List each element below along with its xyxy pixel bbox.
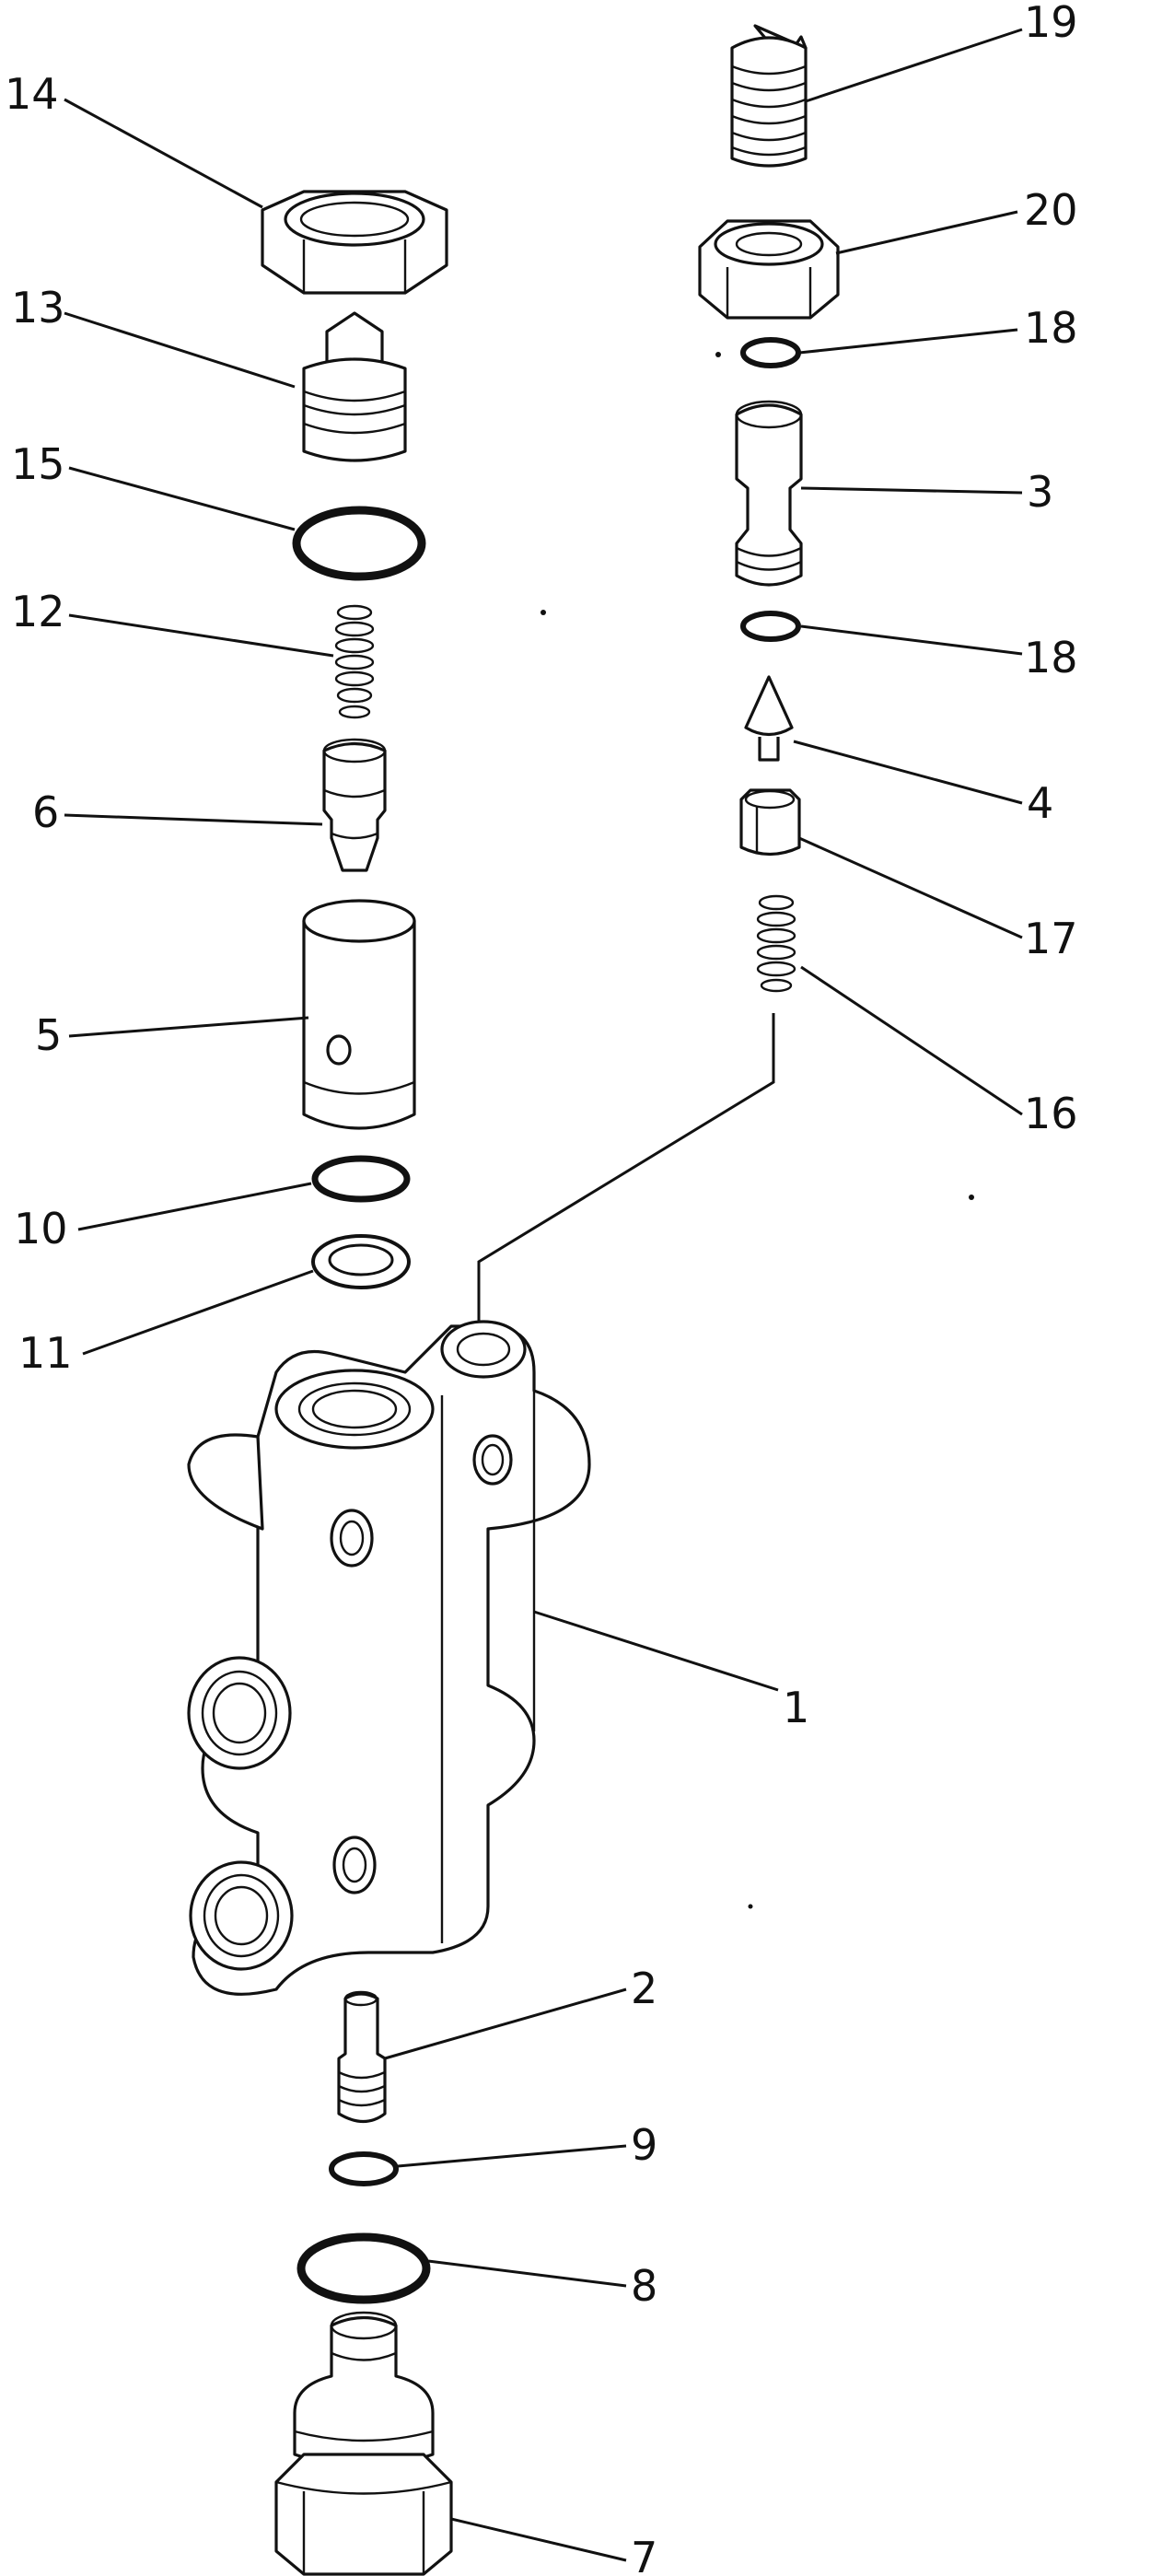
part-18-o-ring-lower bbox=[740, 611, 801, 642]
part-16-spring bbox=[756, 894, 796, 993]
part-17-spring-seat bbox=[739, 788, 801, 857]
label-6: 6 bbox=[32, 787, 59, 837]
leader-lines bbox=[64, 28, 1023, 2562]
part-3-piston bbox=[735, 400, 803, 587]
part-1-valve-body bbox=[187, 1320, 591, 1996]
label-16: 16 bbox=[1024, 1089, 1078, 1138]
part-14-lock-nut bbox=[261, 190, 448, 295]
part-18-o-ring-upper bbox=[740, 337, 801, 368]
label-17: 17 bbox=[1024, 914, 1078, 963]
label-3: 3 bbox=[1027, 467, 1053, 517]
label-18-upper: 18 bbox=[1024, 303, 1078, 353]
part-12-spring bbox=[334, 604, 375, 719]
part-2-pin bbox=[337, 1990, 387, 2124]
part-6-poppet bbox=[322, 738, 387, 872]
label-19: 19 bbox=[1024, 0, 1078, 47]
part-10-o-ring bbox=[311, 1155, 411, 1203]
label-11: 11 bbox=[18, 1328, 73, 1378]
part-4-cone-valve bbox=[744, 675, 794, 762]
part-9-o-ring bbox=[329, 2151, 399, 2186]
label-14: 14 bbox=[5, 69, 59, 119]
label-2: 2 bbox=[631, 1964, 657, 2013]
label-7: 7 bbox=[631, 2533, 657, 2576]
part-13-plug bbox=[302, 311, 407, 462]
speck bbox=[969, 1195, 974, 1200]
label-12: 12 bbox=[11, 587, 65, 636]
speck bbox=[715, 352, 721, 357]
label-13: 13 bbox=[11, 283, 65, 332]
label-9: 9 bbox=[631, 2120, 657, 2170]
part-8-o-ring bbox=[296, 2232, 431, 2304]
part-15-o-ring bbox=[292, 506, 426, 581]
label-10: 10 bbox=[14, 1204, 68, 1253]
label-20: 20 bbox=[1024, 185, 1078, 235]
part-7-hex-plug bbox=[274, 2311, 453, 2576]
label-5: 5 bbox=[35, 1010, 62, 1060]
part-5-sleeve bbox=[302, 899, 416, 1130]
label-4: 4 bbox=[1027, 778, 1053, 828]
part-19-adjusting-screw bbox=[730, 24, 808, 168]
label-8: 8 bbox=[631, 2261, 657, 2311]
part-11-backup-ring bbox=[311, 1234, 411, 1289]
label-1: 1 bbox=[783, 1683, 809, 1732]
label-15: 15 bbox=[11, 439, 65, 489]
speck bbox=[541, 610, 546, 615]
part-20-hex-nut bbox=[698, 219, 840, 320]
label-18-lower: 18 bbox=[1024, 633, 1078, 682]
assembly-guide-line bbox=[477, 1013, 775, 1335]
speck bbox=[748, 1904, 753, 1909]
